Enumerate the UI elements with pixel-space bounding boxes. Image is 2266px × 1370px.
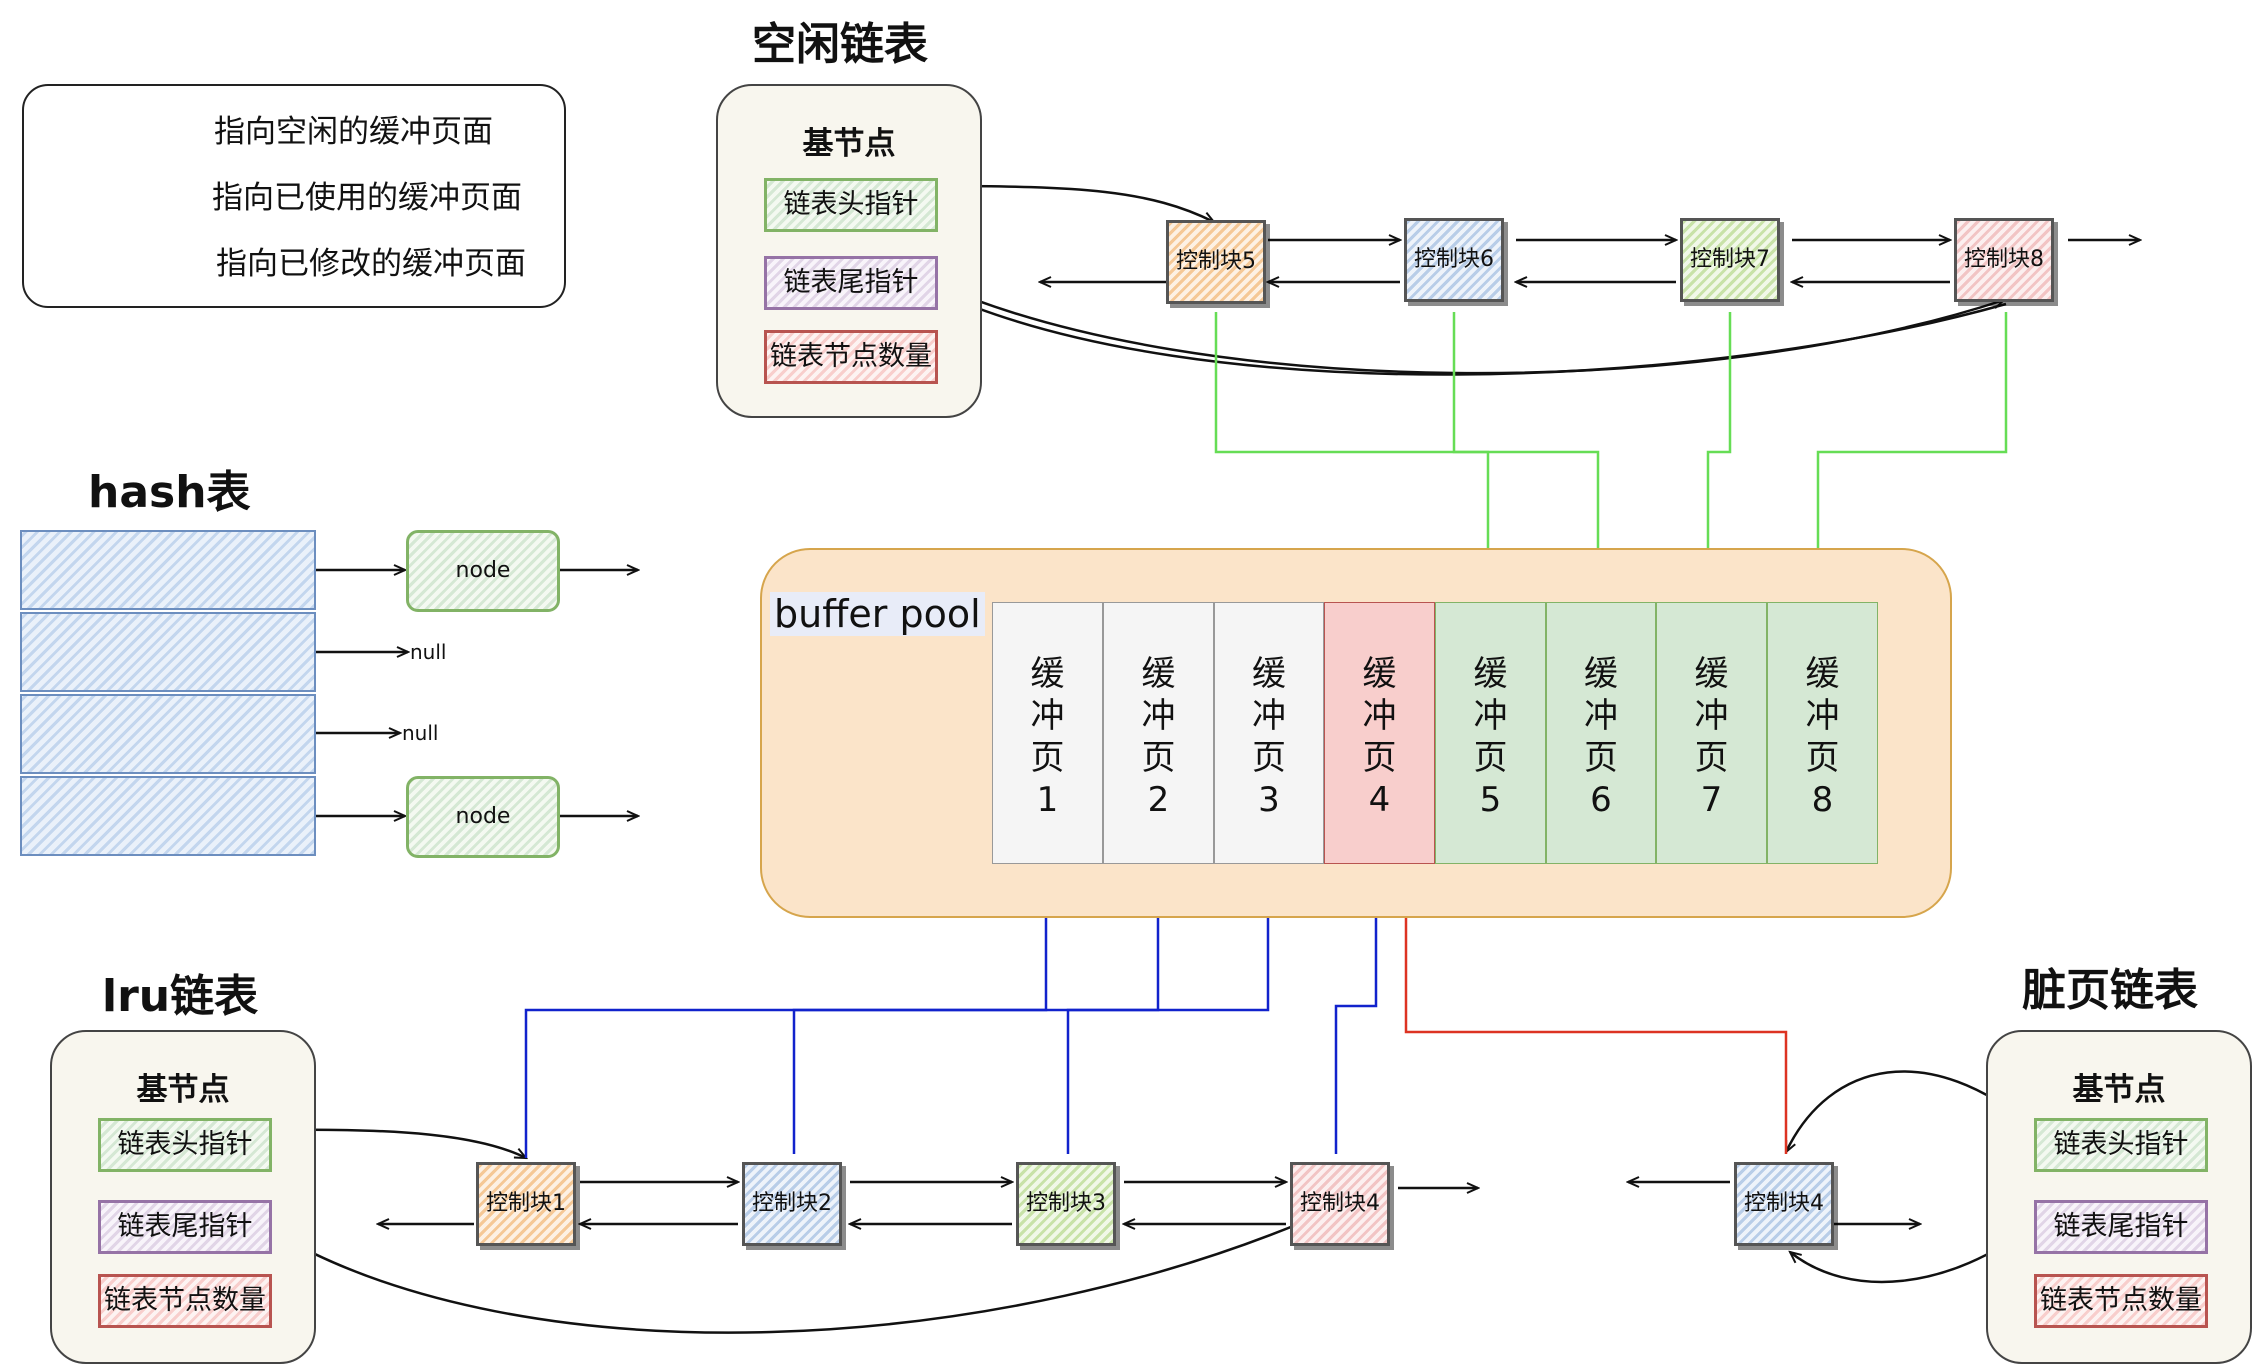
dirty-list-tail-pointer: 链表尾指针 xyxy=(2034,1200,2208,1254)
legend-label-dirty: 指向已修改的缓冲页面 xyxy=(216,246,526,282)
dirty-list-node-count: 链表节点数量 xyxy=(2034,1274,2208,1328)
lru-list-base-node: 基节点 链表头指针 链表尾指针 链表节点数量 xyxy=(50,1030,316,1364)
free-list-title: 空闲链表 xyxy=(752,19,928,70)
legend-label-used: 指向已使用的缓冲页面 xyxy=(212,180,522,216)
free-list-tail-pointer: 链表尾指针 xyxy=(764,256,938,310)
free-list-node-count: 链表节点数量 xyxy=(764,330,938,384)
dirty-list-base-node-title: 基节点 xyxy=(2072,1072,2166,1108)
hash-node-2: node xyxy=(406,776,560,858)
hash-links xyxy=(316,570,638,816)
lru-list-links xyxy=(269,1128,1478,1334)
dirty-list-title: 脏页链表 xyxy=(2022,965,2198,1016)
lru-list-tail-pointer: 链表尾指针 xyxy=(98,1200,272,1254)
lru-control-block-1: 控制块1 xyxy=(476,1162,576,1246)
hash-bucket-2 xyxy=(20,612,316,692)
free-control-block-6: 控制块6 xyxy=(1404,218,1504,302)
hash-null-1: null xyxy=(410,640,447,664)
legend-box: 指向空闲的缓冲页面 指向已使用的缓冲页面 指向已修改的缓冲页面 xyxy=(22,84,566,308)
hash-bucket-3 xyxy=(20,694,316,774)
lru-list-title: lru链表 xyxy=(102,971,259,1022)
lru-control-block-4: 控制块4 xyxy=(1290,1162,1390,1246)
hash-table-title: hash表 xyxy=(88,467,251,518)
free-list-base-node: 基节点 链表头指针 链表尾指针 链表节点数量 xyxy=(716,84,982,418)
legend-label-free: 指向空闲的缓冲页面 xyxy=(214,114,493,150)
hash-bucket-4 xyxy=(20,776,316,856)
dirty-page-pointer xyxy=(1406,866,1788,1154)
lru-control-block-2: 控制块2 xyxy=(742,1162,842,1246)
used-page-pointers xyxy=(524,866,1376,1158)
hash-node-1: node xyxy=(406,530,560,612)
hash-null-2: null xyxy=(402,721,439,745)
dirty-list-base-node: 基节点 链表头指针 链表尾指针 链表节点数量 xyxy=(1986,1030,2252,1364)
buffer-pool-label: buffer pool xyxy=(770,592,985,636)
free-control-block-7: 控制块7 xyxy=(1680,218,1780,302)
dirty-list-head-pointer: 链表头指针 xyxy=(2034,1118,2208,1172)
free-control-block-8: 控制块8 xyxy=(1954,218,2054,302)
hash-bucket-1 xyxy=(20,530,316,610)
lru-control-block-3: 控制块3 xyxy=(1016,1162,1116,1246)
lru-list-base-node-title: 基节点 xyxy=(136,1072,230,1108)
free-list-head-pointer: 链表头指针 xyxy=(764,178,938,232)
lru-list-head-pointer: 链表头指针 xyxy=(98,1118,272,1172)
free-list-base-node-title: 基节点 xyxy=(802,126,896,162)
free-control-block-5: 控制块5 xyxy=(1166,220,1266,304)
free-page-pointers xyxy=(1214,312,2008,600)
dirty-control-block-4: 控制块4 xyxy=(1734,1162,1834,1246)
lru-list-node-count: 链表节点数量 xyxy=(98,1274,272,1328)
